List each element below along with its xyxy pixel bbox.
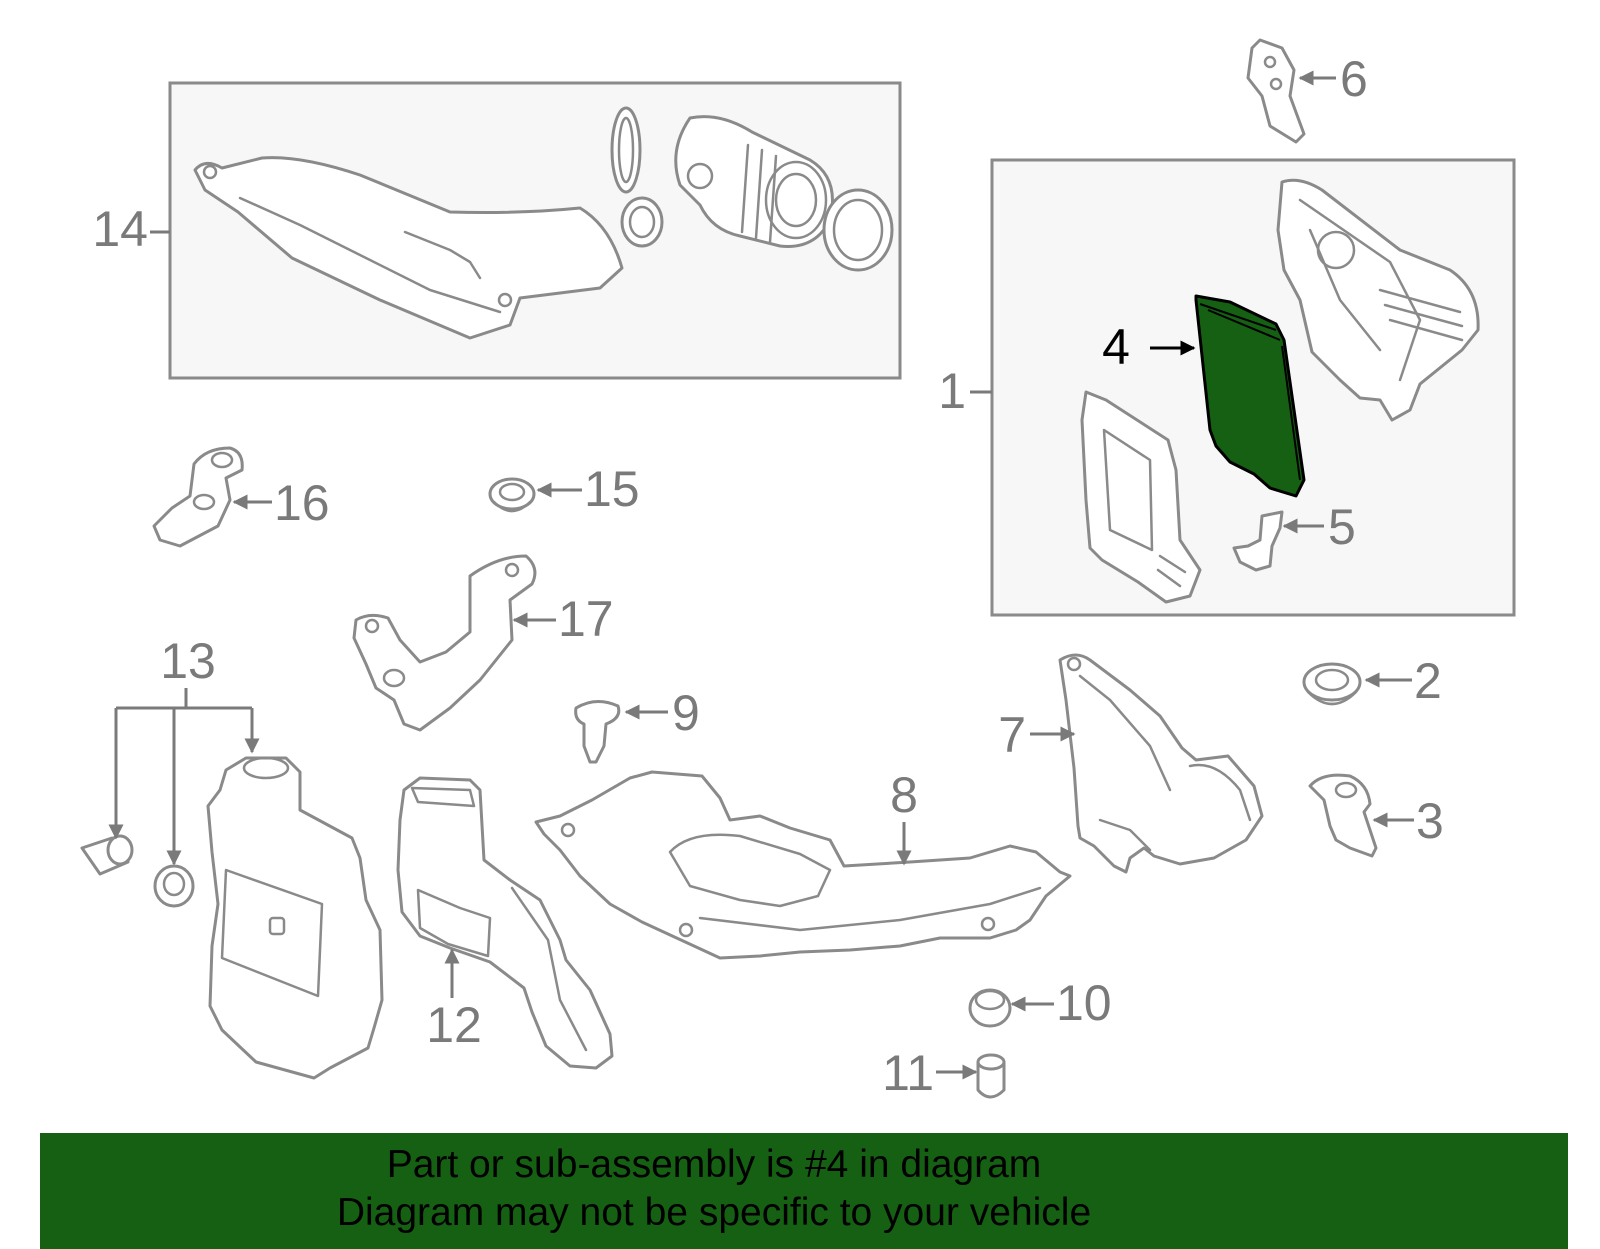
part-1-lower-case[interactable] <box>1080 390 1202 604</box>
part-17-bracket[interactable] <box>352 554 537 732</box>
leader-13 <box>108 688 260 866</box>
part-9-push-clip[interactable] <box>574 700 621 764</box>
callout-3: 3 <box>1416 793 1444 849</box>
callout-10: 10 <box>1056 975 1112 1031</box>
part-16-bracket[interactable] <box>152 446 244 548</box>
callout-1: 1 <box>938 363 966 419</box>
part-1-air-cleaner-housing[interactable] <box>1276 178 1480 422</box>
info-banner: Part or sub-assembly is #4 in diagram Di… <box>40 1133 1568 1249</box>
part-15-grommet[interactable] <box>488 477 536 513</box>
callout-9: 9 <box>672 685 700 741</box>
callout-17: 17 <box>558 591 614 647</box>
part-10-grommet[interactable] <box>968 988 1012 1028</box>
banner-line-1: Part or sub-assembly is #4 in diagram <box>386 1143 1042 1186</box>
part-4-air-filter-element[interactable] <box>1194 294 1306 498</box>
part-14-intake-boot[interactable] <box>674 115 834 248</box>
callout-4: 4 <box>1102 319 1130 375</box>
part-14-clamp-large[interactable] <box>822 188 894 272</box>
part-6-bracket[interactable] <box>1246 38 1306 144</box>
callout-11: 11 <box>882 1045 934 1101</box>
banner-line-2: Diagram may not be specific to your vehi… <box>336 1191 1092 1234</box>
callout-13: 13 <box>160 633 216 689</box>
callout-7: 7 <box>998 707 1026 763</box>
part-13-resonator[interactable] <box>206 756 384 1080</box>
part-3-bracket[interactable] <box>1308 773 1378 858</box>
part-5-clip[interactable] <box>1232 510 1284 572</box>
part-7-duct[interactable] <box>1058 653 1264 874</box>
callout-6: 6 <box>1340 51 1368 107</box>
part-13-grommet[interactable] <box>153 864 195 908</box>
part-11-bushing[interactable] <box>976 1053 1006 1099</box>
part-2-grommet[interactable] <box>1302 662 1362 706</box>
callout-14: 14 <box>92 201 148 257</box>
callout-12: 12 <box>426 997 482 1053</box>
callout-15: 15 <box>584 461 640 517</box>
part-14-intake-duct[interactable] <box>193 156 624 340</box>
part-8-air-duct[interactable] <box>534 770 1072 960</box>
part-14-clamp-small[interactable] <box>610 106 664 248</box>
callout-8: 8 <box>890 767 918 823</box>
part-13-bushing[interactable] <box>80 834 134 876</box>
callout-16: 16 <box>274 475 330 531</box>
part-12-air-duct[interactable] <box>396 776 614 1070</box>
callout-5: 5 <box>1328 499 1356 555</box>
callout-2: 2 <box>1414 653 1442 709</box>
